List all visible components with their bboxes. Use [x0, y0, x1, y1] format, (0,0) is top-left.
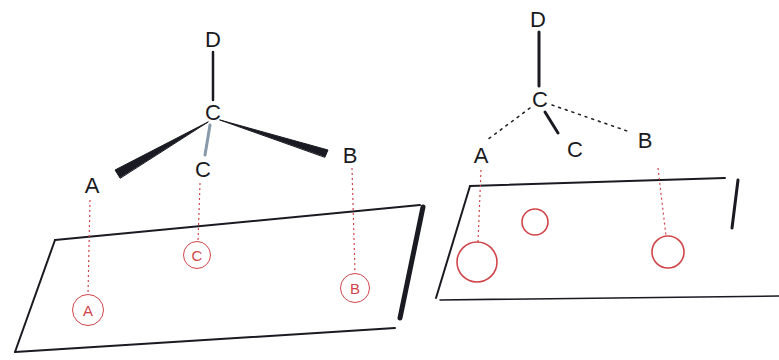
atom-letter: A	[85, 175, 100, 197]
atom-letter: A	[474, 145, 489, 167]
projection-plane	[436, 178, 779, 300]
projection-line	[88, 168, 666, 295]
projected-circle: A	[72, 294, 104, 326]
projection-plane	[15, 205, 423, 352]
atom-letter: C	[195, 159, 211, 181]
atom-letter: D	[530, 9, 546, 31]
bond	[115, 52, 328, 178]
atom-letter: D	[205, 29, 221, 51]
projected-circle: C	[183, 241, 211, 269]
bond	[487, 32, 630, 140]
circle-letter: B	[350, 281, 360, 296]
circle-letter: C	[192, 248, 203, 263]
atom-letter: C	[567, 139, 583, 161]
atom-letter: B	[638, 130, 653, 152]
atom-letter: C	[205, 102, 221, 124]
atom-letter: B	[343, 145, 358, 167]
projected-circle: B	[340, 273, 370, 303]
projected-circle	[457, 209, 684, 282]
circle-letter: A	[83, 303, 93, 318]
atom-letter: C	[532, 89, 548, 111]
